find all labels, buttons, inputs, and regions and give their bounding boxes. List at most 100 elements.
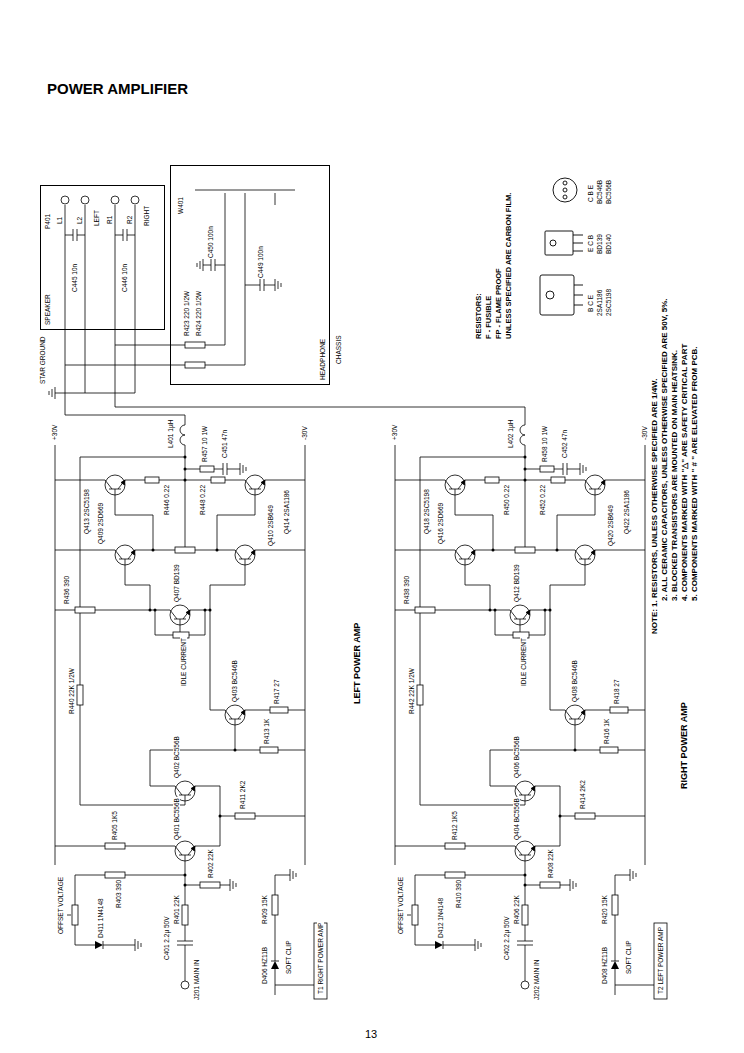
note-text: 2. ALL CERAMIC CAPACITORS, UNLESS OTHERW… — [661, 297, 670, 602]
part-label: R413 1K — [263, 718, 270, 745]
output-wiring — [49, 190, 525, 425]
part-label: R409 15K — [261, 894, 268, 925]
part-label: R424 220 1/2W — [195, 290, 202, 337]
part-label: R457 10 1W — [201, 425, 208, 463]
part-label: Q402 BC556B — [173, 735, 180, 779]
part-label: R423 220 1/2W — [183, 290, 190, 337]
part-label: C451 47n — [221, 429, 228, 459]
part-label: L2 — [76, 216, 83, 225]
part-label: R420 15K — [601, 894, 608, 925]
part-label: +30V — [51, 424, 58, 441]
part-label: SOFT CLIP — [285, 940, 292, 975]
note-text: 5. COMPONENTS MARKED WITH " # " ARE ELEV… — [691, 345, 700, 602]
part-label: R401 22K — [173, 894, 180, 925]
part-label: J202 MAIN IN — [533, 959, 540, 1001]
section-heading: RIGHT POWER AMP — [680, 701, 690, 790]
part-label: R436 390 — [63, 575, 70, 605]
part-label: 2SA1186 — [596, 289, 603, 317]
part-label: L1 — [56, 216, 63, 225]
part-label: R418 27 — [613, 678, 620, 705]
part-label: IDLE CURRENT — [180, 637, 187, 687]
page-number: 13 — [364, 1028, 378, 1040]
box-title: HEADPHONE — [319, 338, 326, 381]
part-label: Q422 2SA1186 — [623, 489, 630, 535]
box-title: SPEAKER — [44, 293, 51, 326]
part-label: SOFT CLIP — [625, 940, 632, 975]
part-label: C450 100n — [207, 225, 214, 259]
part-label: E C B — [587, 234, 594, 253]
part-label: Q404 BC556B — [513, 797, 520, 841]
part-label: Q420 2SB649 — [607, 504, 614, 547]
part-label: R410 390 — [455, 879, 462, 909]
part-label: IDLE CURRENT — [520, 637, 527, 687]
part-label: L401 1µH — [167, 419, 174, 449]
part-label: R2 — [126, 215, 133, 225]
part-label: CHASSIS — [335, 334, 342, 365]
part-label: R416 1K — [603, 718, 610, 745]
part-label: LEFT — [93, 209, 100, 227]
part-label: -30V — [641, 425, 648, 441]
legend-note: F - FUSIBLE — [485, 295, 493, 340]
part-label: BC556B — [605, 179, 612, 205]
part-label: Q406 BC556B — [513, 735, 520, 779]
part-label: R406 22K — [513, 894, 520, 925]
part-label: +30V — [391, 424, 398, 441]
part-label: C401 2.2µ 50V — [163, 916, 170, 962]
section-heading: LEFT POWER AMP — [353, 622, 363, 705]
part-label: Q403 BC546B — [231, 659, 238, 703]
part-label: L402 1µH — [507, 419, 514, 449]
legend-note: RESISTORS: — [475, 292, 483, 340]
part-label: W401 — [177, 196, 184, 215]
part-label: Q408 BC546B — [571, 659, 578, 703]
part-label: C445 10n — [71, 263, 78, 293]
part-label: Q409 2SD669 — [97, 502, 104, 545]
part-label: R1 — [106, 215, 113, 225]
left-amp-circuit — [55, 425, 327, 999]
transistor-packages — [540, 178, 583, 315]
output-parts — [61, 196, 205, 368]
part-label: R458 10 1W — [541, 425, 548, 463]
part-label: B C E — [587, 294, 594, 313]
part-label: C402 2.2µ 50V — [503, 916, 510, 962]
part-label: Q416 2SD669 — [437, 502, 444, 545]
part-label: R442 22K 1/2W — [408, 667, 415, 715]
part-label: -30V — [301, 425, 308, 441]
part-label: C446 10n — [121, 263, 128, 293]
part-label: BD139 — [596, 233, 603, 255]
part-label: Q410 2SB649 — [267, 504, 274, 547]
part-label: R414 2K2 — [579, 779, 586, 810]
rotated-sheet: SPEAKER HEADPHONE J201 MAIN IN C401 2.2µ 50… — [35, 120, 710, 1005]
part-label: R452 0.22 — [539, 484, 546, 516]
note-text: NOTE: 1. RESISTORS, UNLESS OTHERWISE SPE… — [651, 378, 660, 635]
part-label: BC546B — [596, 179, 603, 205]
part-label: Q414 2SA1186 — [283, 489, 290, 535]
part-label: R440 22K 1/2W — [68, 667, 75, 715]
part-label: R405 1K5 — [111, 810, 118, 841]
note-text: 3. BLOCKED TRANSISTORS ARE MOUNTED ON MA… — [671, 349, 680, 602]
part-label: R417 27 — [273, 678, 280, 705]
part-label: R402 22K — [207, 848, 214, 879]
part-label: T2 LEFT POWER AMP — [657, 926, 664, 995]
part-label: BD140 — [605, 233, 612, 255]
part-label: D408 HZ11B — [601, 946, 608, 985]
part-label: Q412 BD139 — [513, 563, 520, 603]
part-label: D412 1N4148 — [437, 897, 444, 939]
part-label: OFFSET VOLTAGE — [57, 876, 64, 935]
right-amp-circuit — [395, 425, 667, 999]
part-label: R412 1K5 — [451, 810, 458, 841]
part-label: Q413 2SC5198 — [83, 488, 90, 535]
part-label: Q407 BD139 — [173, 563, 180, 603]
part-label: J201 MAIN IN — [193, 959, 200, 1001]
part-label: D411 1N4148 — [97, 897, 104, 939]
part-label: Q418 2SC5198 — [423, 488, 430, 535]
legend-note: FP - FLAME PROOF — [495, 267, 503, 340]
part-label: Q401 BC556B — [173, 797, 180, 841]
component-box: HEADPHONE — [170, 165, 330, 385]
part-label: R408 22K — [547, 848, 554, 879]
part-label: T1 RIGHT POWER AMP — [317, 922, 324, 995]
part-label: OFFSET VOLTAGE — [397, 876, 404, 935]
part-label: R446 0.22 — [163, 484, 170, 516]
part-label: P401 — [44, 213, 51, 230]
part-label: C B E — [587, 184, 594, 203]
part-label: C452 47n — [561, 429, 568, 459]
